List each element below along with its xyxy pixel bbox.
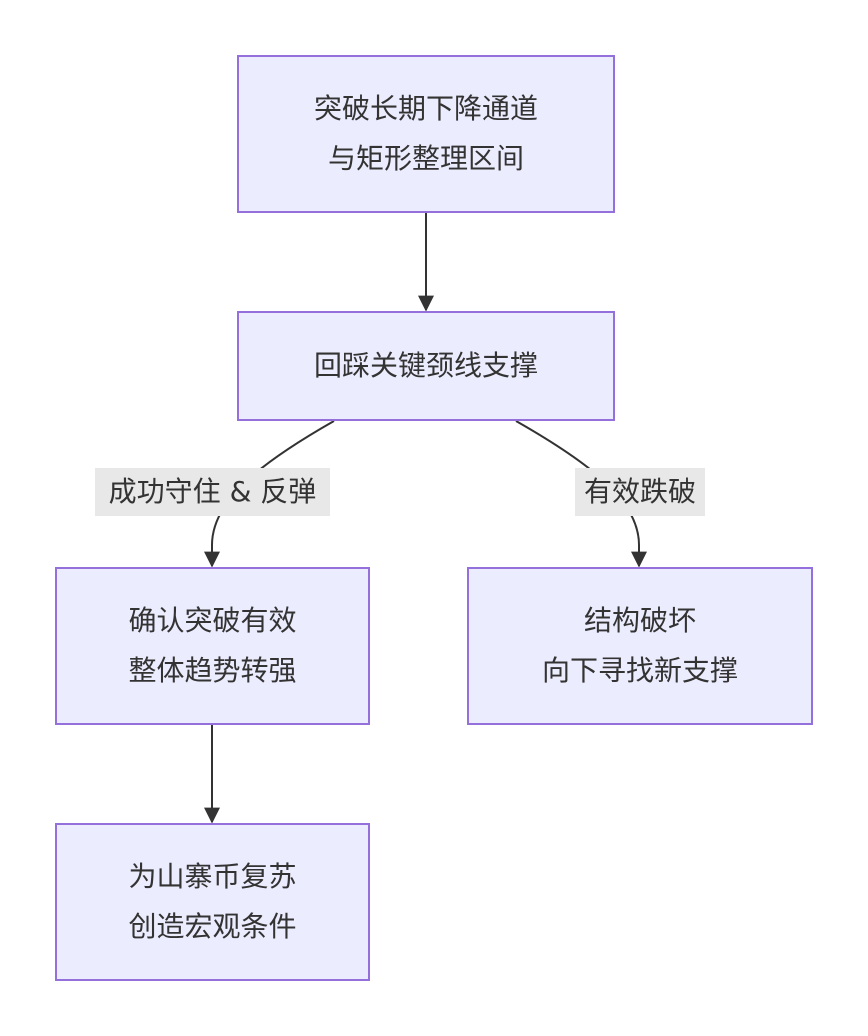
edge-label-breakdown: 有效跌破	[575, 468, 705, 516]
node-altcoin-line-1: 为山寨币复苏	[128, 860, 297, 893]
node-confirm: 确认突破有效 整体趋势转强	[55, 567, 370, 725]
node-breakout-line-2: 与矩形整理区间	[327, 142, 524, 175]
node-breakdown: 结构破坏 向下寻找新支撑	[467, 567, 813, 725]
node-confirm-line-1: 确认突破有效	[128, 604, 297, 637]
node-altcoin-line-2: 创造宏观条件	[128, 910, 297, 943]
node-confirm-line-2: 整体趋势转强	[128, 654, 297, 687]
node-altcoin: 为山寨币复苏 创造宏观条件	[55, 823, 370, 981]
node-breakout: 突破长期下降通道 与矩形整理区间	[237, 55, 615, 213]
node-breakdown-line-1: 结构破坏	[583, 604, 696, 637]
node-retest: 回踩关键颈线支撑	[237, 311, 615, 421]
node-breakout-line-1: 突破长期下降通道	[313, 92, 538, 125]
node-retest-line-1: 回踩关键颈线支撑	[313, 349, 538, 382]
node-breakdown-line-2: 向下寻找新支撑	[541, 654, 738, 687]
edge-label-hold: 成功守住 & 反弹	[95, 468, 330, 516]
